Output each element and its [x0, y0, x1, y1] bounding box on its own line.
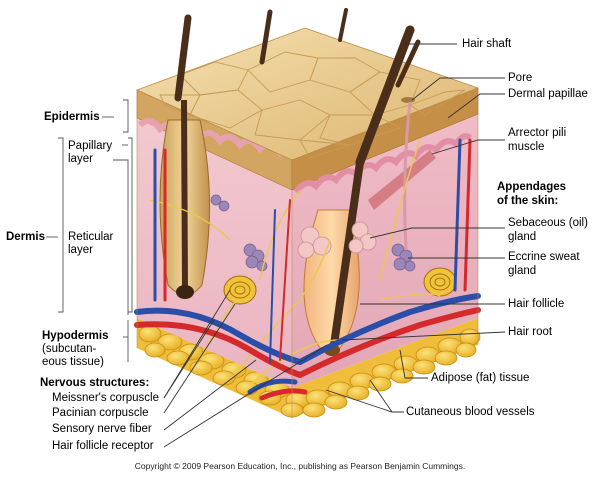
label-pore: Pore: [508, 72, 533, 84]
artery-left: [134, 321, 303, 378]
hypodermis-fat-layer: [137, 318, 481, 418]
label-arrector-pili-1: Arrector pili: [508, 127, 567, 139]
label-eccrine-gland-2: gland: [508, 265, 537, 277]
hair-follicle-left: [159, 99, 211, 299]
sebaceous-gland: [297, 221, 377, 259]
vein-left: [134, 307, 303, 365]
label-hair-root: Hair root: [508, 326, 553, 338]
fat-lobules: [138, 325, 481, 418]
label-sensory-nerve-fiber: Sensory nerve fiber: [52, 423, 152, 435]
vein-right: [297, 293, 481, 365]
label-nervous-structures: Nervous structures:: [40, 377, 150, 389]
cutaneous-blood-vessels: [134, 138, 481, 401]
label-appendages-1: Appendages: [497, 181, 567, 193]
label-papillary-layer-2: layer: [68, 153, 93, 165]
label-sebaceous-gland-1: Sebaceous (oil): [508, 217, 588, 229]
label-hair-follicle: Hair follicle: [508, 298, 565, 310]
label-pacinian-corpuscle: Pacinian corpuscle: [52, 407, 149, 419]
label-adipose-tissue: Adipose (fat) tissue: [431, 372, 530, 384]
label-hypodermis-sub-2: eous tissue): [42, 356, 105, 368]
label-sebaceous-gland-2: gland: [508, 231, 537, 243]
hair-shaft-1: [174, 14, 192, 102]
hair-shaft-2: [259, 9, 273, 65]
label-meissners-corpuscle: Meissner's corpuscle: [52, 392, 160, 404]
label-epidermis: Epidermis: [44, 111, 100, 123]
hair-shafts: [174, 8, 421, 167]
cube-outline: [136, 88, 479, 418]
eccrine-sweat-gland: [210, 194, 416, 272]
sensory-nerve-fibers: [149, 139, 441, 386]
artery-right: [297, 307, 481, 378]
arrector-pili-muscle: [368, 150, 436, 210]
pore-opening: [401, 97, 415, 103]
label-appendages-2: of the skin:: [497, 195, 559, 207]
hair-shaft-4: [395, 39, 421, 88]
hair-shaft-main: [355, 25, 415, 167]
label-hypodermis-sub-1: (subcutan-: [42, 343, 97, 355]
surface-cell-pattern: [159, 51, 466, 159]
leader-lines: [163, 43, 506, 448]
pacinian-corpuscles: [223, 267, 457, 305]
hair-shaft-3: [338, 8, 348, 42]
label-dermal-papillae: Dermal papillae: [508, 88, 588, 100]
label-eccrine-gland-1: Eccrine sweat: [508, 251, 580, 263]
papillary-ridges-right: [293, 133, 473, 194]
label-papillary-layer-1: Papillary: [68, 140, 113, 152]
label-hair-follicle-receptor: Hair follicle receptor: [52, 440, 154, 452]
sweat-duct: [403, 101, 412, 251]
label-arrector-pili-2: muscle: [508, 141, 545, 153]
label-cutaneous-blood-vessels: Cutaneous blood vessels: [406, 406, 535, 418]
label-reticular-layer-1: Reticular: [68, 231, 114, 243]
left-brackets: [46, 99, 133, 362]
label-reticular-layer-2: layer: [68, 244, 93, 256]
label-dermis: Dermis: [6, 231, 45, 243]
label-hypodermis: Hypodermis: [42, 330, 109, 342]
label-hair-shaft: Hair shaft: [462, 38, 512, 50]
copyright-notice: Copyright © 2009 Pearson Education, Inc.…: [134, 461, 466, 471]
